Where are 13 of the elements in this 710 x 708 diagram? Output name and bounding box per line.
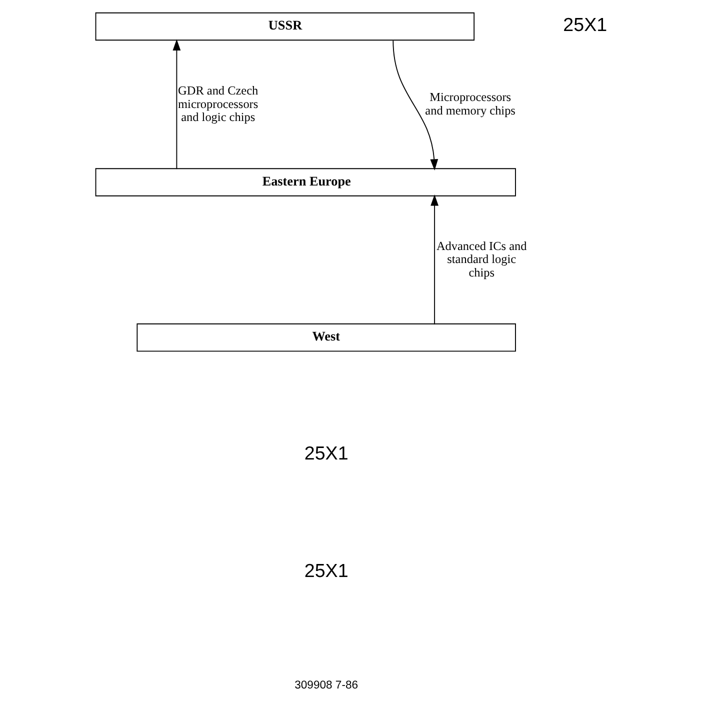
edge-label: Microprocessors and memory chips — [424, 90, 515, 118]
label: 25X1 — [304, 560, 348, 582]
label: 25X1 — [562, 14, 607, 36]
arrow — [430, 194, 438, 325]
node-box: Eastern Europe — [94, 168, 516, 196]
edge-label: GDR and Czech microprocessors and logic chips — [178, 84, 258, 124]
label: 25X1 — [304, 442, 348, 464]
node-box: USSR — [94, 12, 474, 41]
edge-label: Advanced ICs and standard logic chips — [436, 238, 526, 280]
arrow — [392, 40, 438, 170]
label: 309908 7-86 — [294, 680, 358, 692]
node-box: West — [136, 323, 516, 352]
arrow — [172, 39, 180, 170]
